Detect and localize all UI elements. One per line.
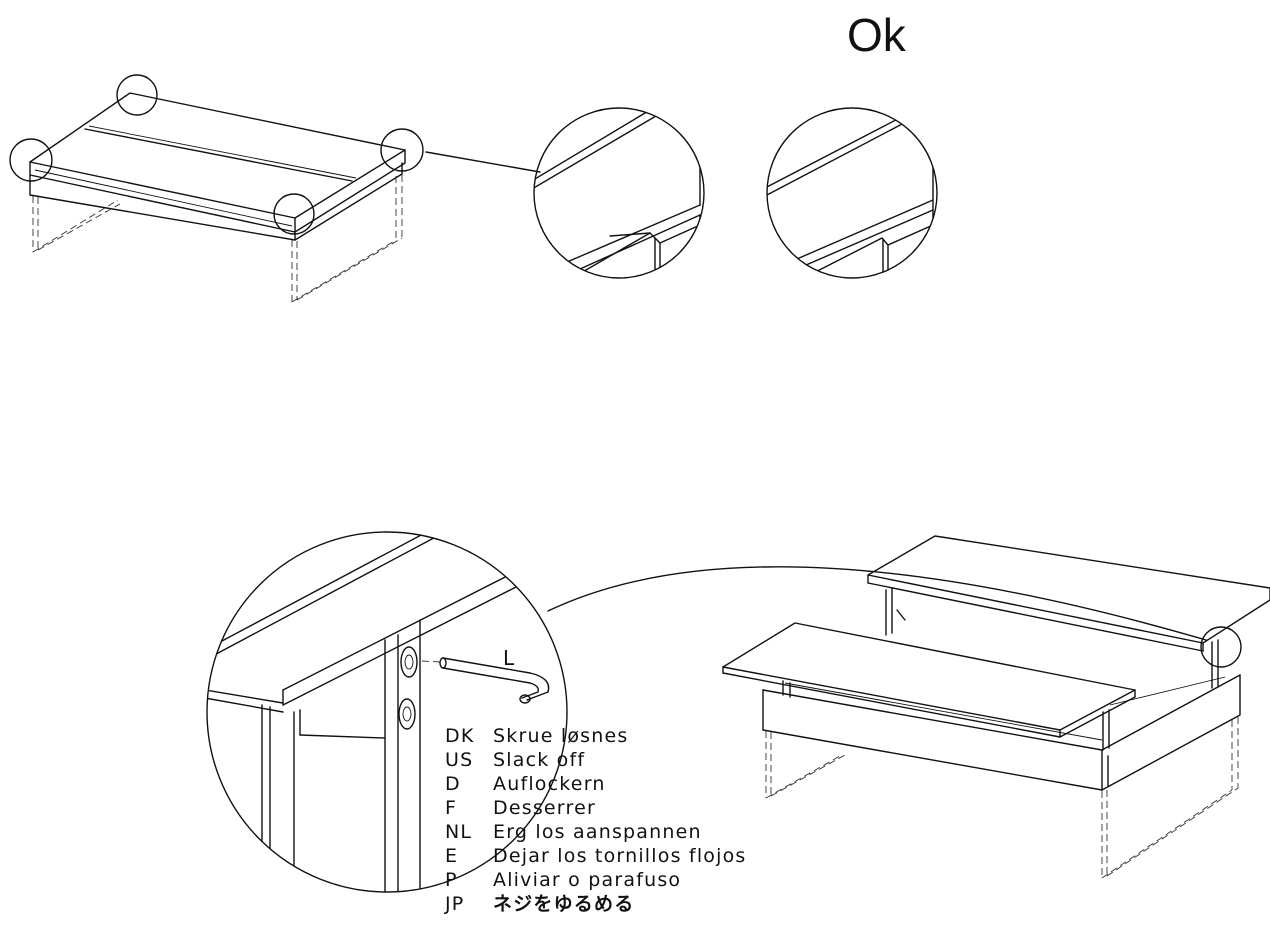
instruction-text: Desserrer — [493, 797, 596, 819]
allen-key-icon — [421, 657, 550, 704]
instruction-text: ネジをゆるめる — [493, 893, 635, 915]
table-top-side-edge — [294, 149, 406, 233]
detail-circle-ok — [766, 107, 938, 279]
table-legs-dashed — [32, 175, 403, 303]
language-code: DK — [445, 725, 475, 747]
instruction-item-p: P Aliviar o parafuso — [445, 868, 747, 892]
instruction-item-f: F Desserrer — [445, 796, 747, 820]
corner-circle-left — [9, 138, 53, 182]
instruction-text: Slack off — [493, 749, 586, 771]
corner-circle-back — [116, 74, 158, 116]
detail-circle-misaligned — [533, 107, 705, 279]
instruction-item-dk: DK Skrue løsnes — [445, 724, 747, 748]
base-box-front — [762, 689, 1103, 791]
table-apron-side — [294, 162, 403, 241]
table-top-split-line — [84, 128, 353, 182]
language-code: JP — [445, 893, 465, 915]
raised-top-front — [722, 622, 1136, 731]
table-apron-front — [29, 174, 296, 241]
base-box-top — [762, 674, 1241, 751]
corner-circle-right — [380, 128, 424, 172]
instruction-item-jp: JP ネジをゆるめる — [445, 892, 747, 916]
language-code: NL — [445, 821, 473, 843]
closed-table-illustration — [9, 74, 541, 303]
screw-head-lower — [398, 698, 416, 730]
corner-circle-front — [273, 193, 315, 235]
table-top-front-edge — [29, 161, 296, 233]
ok-label: Ok — [847, 9, 906, 61]
raised-top-back — [867, 535, 1270, 644]
language-code: F — [445, 797, 458, 819]
instruction-list: DK Skrue løsnes US Slack off D Auflockern F… — [445, 724, 747, 916]
instruction-item-us: US Slack off — [445, 748, 747, 772]
screw-head-upper — [400, 646, 418, 678]
instruction-text: Erg los aanspannen — [493, 821, 702, 843]
mechanism-callout-circle — [1200, 626, 1242, 668]
allen-key-size-label: L — [503, 646, 515, 670]
instruction-text: Dejar los tornillos flojos — [493, 845, 747, 867]
table-top-chamfer — [34, 169, 293, 227]
table-top-split-line-2 — [88, 125, 357, 179]
base-box-side — [1101, 674, 1241, 791]
language-code: P — [445, 869, 458, 891]
language-code: US — [445, 749, 474, 771]
instruction-text: Skrue løsnes — [493, 725, 629, 747]
instruction-item-d: D Auflockern — [445, 772, 747, 796]
instruction-item-nl: NL Erg los aanspannen — [445, 820, 747, 844]
open-table-legs-dashed — [765, 717, 1239, 879]
language-code: D — [445, 773, 461, 795]
language-code: E — [445, 845, 459, 867]
leader-curve-bottom — [547, 566, 1207, 641]
instruction-text: Aliviar o parafuso — [493, 869, 682, 891]
instruction-text: Auflockern — [493, 773, 606, 795]
open-table-illustration — [547, 535, 1270, 879]
leader-line-top — [425, 151, 541, 173]
instruction-item-e: E Dejar los tornillos flojos — [445, 844, 747, 868]
